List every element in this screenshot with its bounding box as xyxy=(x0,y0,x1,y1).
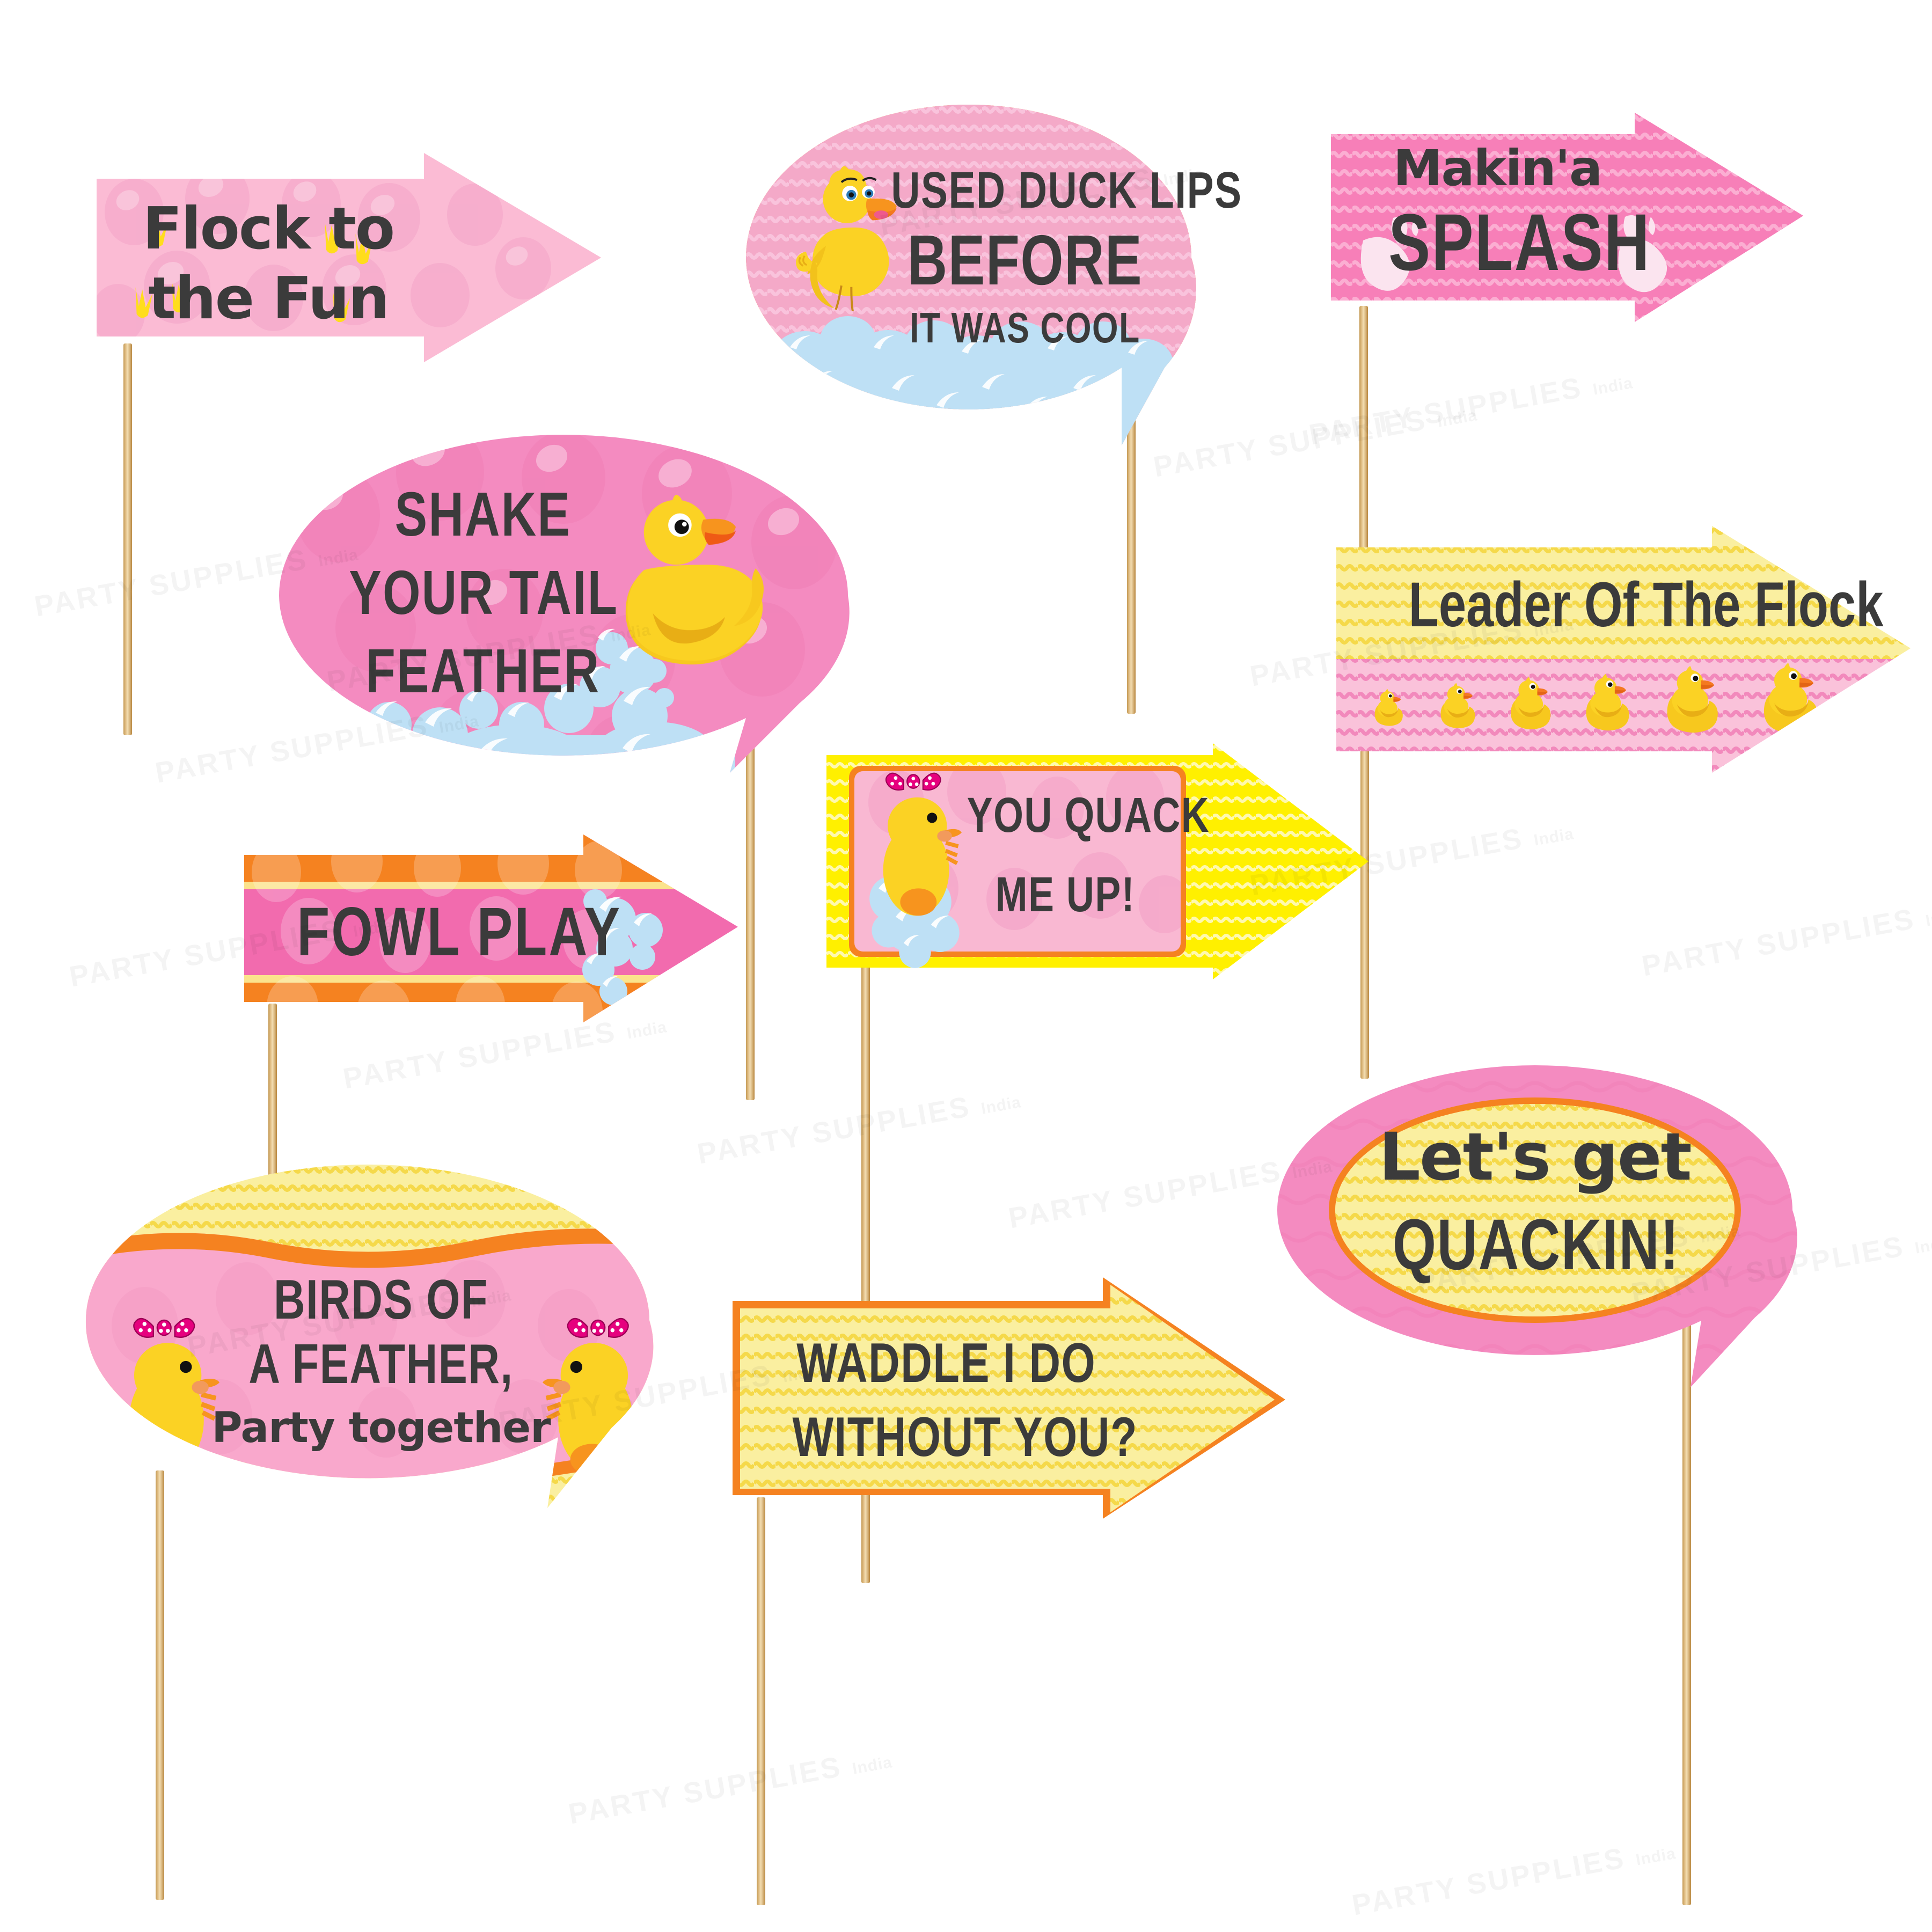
speech-bubble-shape xyxy=(85,1165,654,1508)
prop-stick xyxy=(757,1497,765,1905)
prop-makin-a-splash[interactable]: Makin'a SPLASH xyxy=(1331,113,1803,322)
prop-flock-to-the-fun[interactable]: Flock to the Fun xyxy=(97,153,601,362)
prop-label-line1: BIRDS OF xyxy=(273,1269,489,1331)
footprint-icon xyxy=(135,216,372,323)
watermark: PARTY SUPPLIES India xyxy=(566,1741,895,1831)
prop-label-line3: IT WAS COOL xyxy=(910,304,1140,352)
arrow-shape xyxy=(1336,526,1911,773)
prop-lets-get-quackin[interactable]: Let's get QUACKIN! xyxy=(1277,1065,1830,1473)
prop-label-line1: USED DUCK LIPS xyxy=(891,162,1242,219)
splash-icon xyxy=(1360,216,1419,291)
prop-you-quack-me-up[interactable]: YOU QUACK ME UP! xyxy=(826,743,1368,979)
prop-label-line2: SPLASH xyxy=(1388,197,1651,287)
prop-stick xyxy=(1360,746,1369,1079)
arrow-shape xyxy=(244,835,738,1022)
prop-stick xyxy=(1682,1309,1691,1905)
prop-stick xyxy=(156,1470,164,1900)
prop-fowl-play[interactable]: FOWL PLAY xyxy=(244,835,738,1022)
prop-label-line2: YOUR TAIL xyxy=(349,558,619,627)
prop-label-line3: FEATHER xyxy=(365,636,601,706)
watermark: PARTY SUPPLIES India xyxy=(1307,362,1635,452)
arrow-shape xyxy=(1331,113,1803,322)
prop-birds-of-a-feather[interactable]: BIRDS OF A FEATHER, Party together xyxy=(85,1165,687,1594)
watermark: PARTY SUPPLIES India xyxy=(1350,1833,1678,1922)
prop-stick xyxy=(123,343,132,735)
duckling-with-bow-icon xyxy=(869,772,962,968)
prop-label-line1: WADDLE I DO xyxy=(796,1332,1096,1394)
speech-bubble-shape xyxy=(746,105,1196,445)
prop-waddle-i-do-without-you[interactable]: WADDLE I DO WITHOUT YOU? xyxy=(733,1277,1285,1519)
prop-label-line1: YOU QUACK xyxy=(967,788,1210,843)
duck-icon xyxy=(796,166,897,312)
prop-label-line2: WITHOUT YOU? xyxy=(792,1406,1138,1468)
prop-leader-of-the-flock[interactable]: Leader Of The Flock xyxy=(1336,526,1911,773)
prop-used-duck-lips[interactable]: USED DUCK LIPS BEFORE IT WAS COOL xyxy=(746,105,1242,534)
watermark: PARTY SUPPLIES India xyxy=(695,1081,1023,1171)
prop-label-line2: the Fun xyxy=(148,265,390,332)
arrow-shape xyxy=(733,1277,1285,1519)
watermark: PARTY SUPPLIES India xyxy=(1640,894,1932,983)
prop-label-line1: Let's get xyxy=(1379,1119,1692,1195)
prop-label-line1: Leader Of The Flock xyxy=(1408,569,1884,640)
prop-label-line1: Makin'a xyxy=(1393,140,1602,197)
speech-bubble-shape xyxy=(279,435,850,773)
prop-label-line3: Party together xyxy=(211,1404,551,1452)
prop-label-line2: ME UP! xyxy=(995,867,1136,922)
rubber-duck-icon xyxy=(625,495,764,665)
prop-stick xyxy=(1127,370,1136,714)
prop-stick xyxy=(746,735,755,1100)
prop-label-line1: SHAKE xyxy=(394,479,572,549)
prop-label-line2: BEFORE xyxy=(907,221,1143,299)
prop-label-line1: Flock to xyxy=(142,195,395,262)
arrow-shape xyxy=(826,743,1368,979)
arrow-shape xyxy=(97,153,601,362)
prop-label-line1: FOWL PLAY xyxy=(297,894,622,970)
prop-label-line2: QUACKIN! xyxy=(1392,1205,1680,1285)
speech-bubble-shape xyxy=(1277,1065,1797,1387)
prop-label-line2: A FEATHER, xyxy=(248,1333,514,1395)
prop-shake-your-tail-feather[interactable]: SHAKE YOUR TAIL FEATHER xyxy=(279,435,869,853)
